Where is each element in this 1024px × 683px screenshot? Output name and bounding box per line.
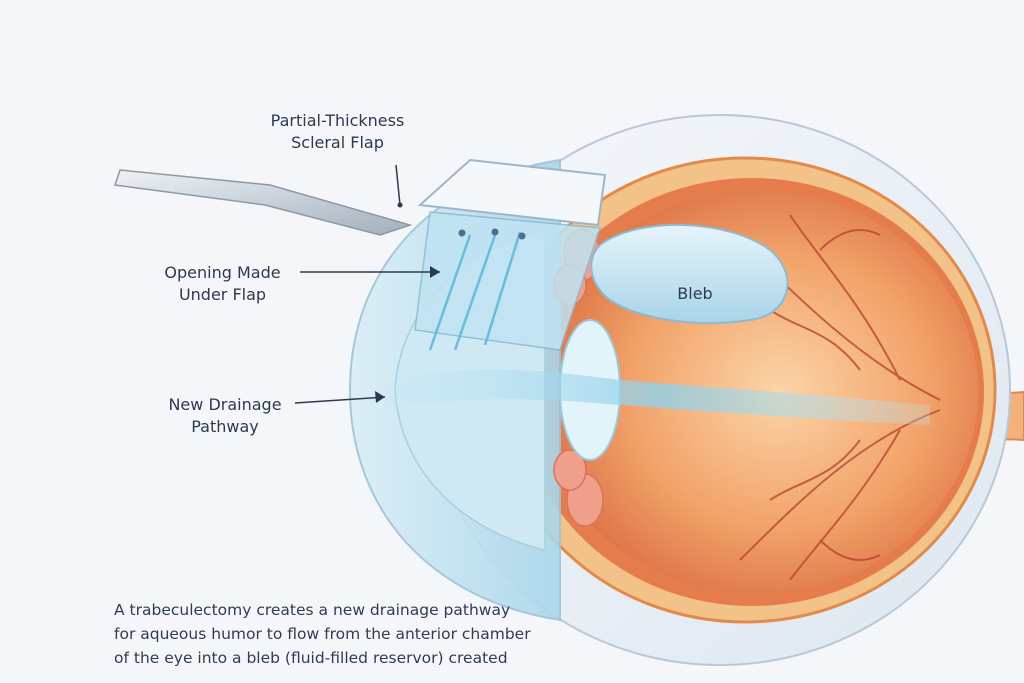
label-drainage: New Drainage Pathway [155, 394, 295, 438]
label-opening-line-2: Under Flap [178, 285, 267, 304]
flow-arrows [428, 231, 522, 351]
label-opening: Opening Made Under Flap [150, 262, 295, 306]
label-scleral-flap-line-1: Partial-Thickness [270, 111, 405, 130]
drainage-flow [385, 369, 930, 425]
bleb [590, 223, 789, 325]
label-bleb: Bleb [665, 283, 725, 305]
label-scleral-flap: Partial-Thickness Scleral Flap [250, 110, 425, 154]
caption-line-2: for aqueous humor to flow from the anter… [114, 625, 531, 643]
flap-leader-line [395, 164, 401, 206]
label-drainage-line-1: New Drainage [168, 395, 282, 414]
label-scleral-flap-line-2: Scleral Flap [291, 133, 384, 152]
drainage-leader-line [294, 396, 386, 404]
caption-line-3: of the eye into a bleb (fluid-filled res… [114, 649, 508, 667]
caption: A trabeculectomy creates a new drainage … [114, 598, 584, 670]
caption-line-1: A trabeculectomy creates a new drainage … [114, 601, 511, 619]
label-drainage-line-2: Pathway [191, 417, 259, 436]
scleral-flap [417, 158, 607, 227]
label-opening-line-1: Opening Made [164, 263, 281, 282]
label-bleb-text: Bleb [677, 284, 713, 303]
scalpel [114, 169, 413, 236]
